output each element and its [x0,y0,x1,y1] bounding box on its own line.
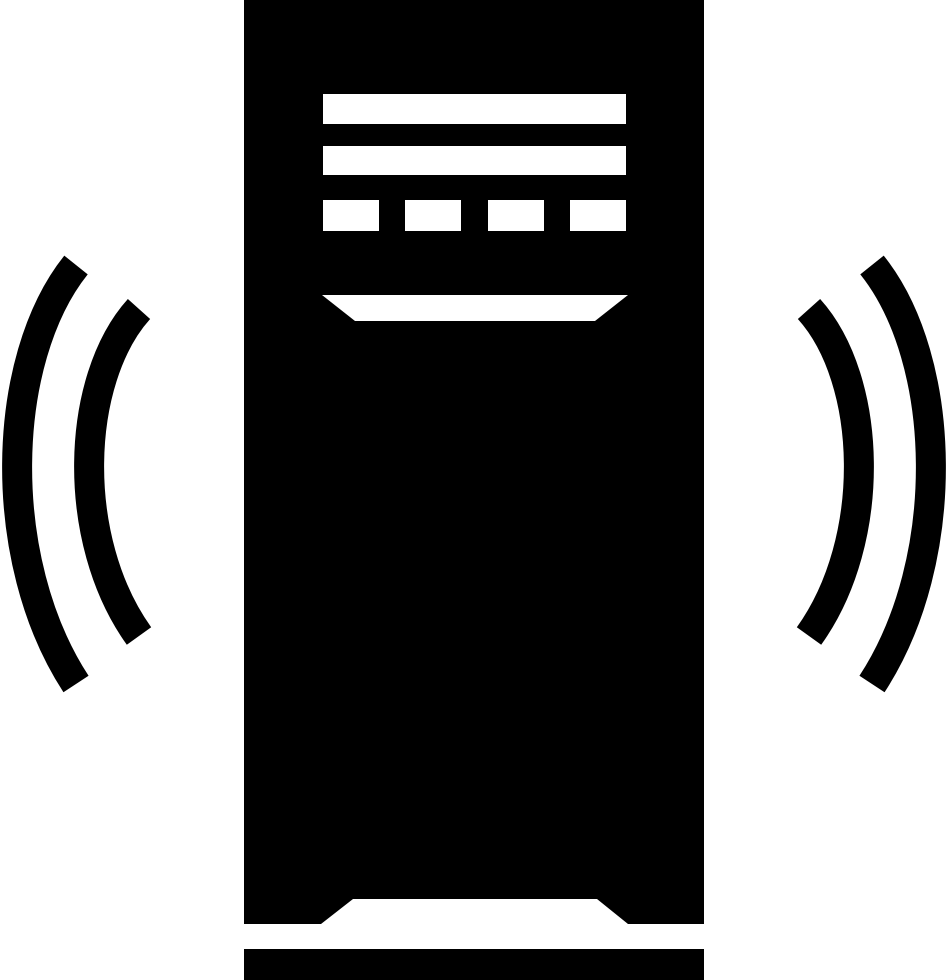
drive-slot [322,295,628,321]
tower-body [244,0,704,924]
wave-inner-left [74,298,152,645]
server-tower [244,0,704,924]
wave-outer-left [2,255,89,693]
display-line-1 [323,94,626,124]
button-1 [323,200,379,231]
button-4 [570,200,626,231]
button-2 [405,200,461,231]
button-3 [488,200,544,231]
display-line-2 [323,146,626,175]
wave-inner-right [796,298,874,645]
signal-waves-right [796,255,946,693]
wave-outer-right [859,255,946,693]
base [244,949,704,980]
signal-waves-left [2,255,152,693]
